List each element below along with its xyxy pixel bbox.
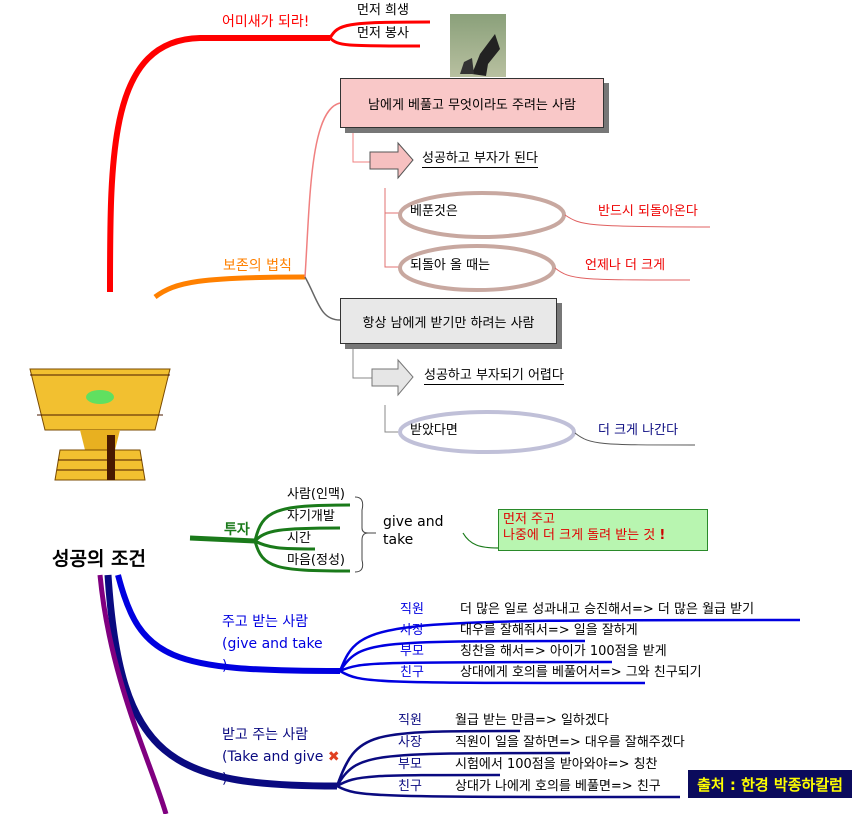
taker-pair-right[interactable]: 더 크게 나간다: [598, 423, 679, 438]
branch-conservation: [153, 274, 306, 300]
invest-item[interactable]: 마음(정성): [287, 553, 345, 568]
giver-pair-right[interactable]: 언제나 더 크게: [585, 258, 666, 273]
give-take-title-line: ): [222, 658, 228, 674]
row-text[interactable]: 상대에게 호의를 베풀어서=> 그와 친구되기: [460, 665, 702, 680]
taker-pair-left[interactable]: 받았다면: [410, 423, 458, 438]
giver-pair-left[interactable]: 베푼것은: [410, 204, 458, 219]
exclamation-icon: !: [659, 528, 666, 544]
conservation-title[interactable]: 보존의 법칙: [223, 258, 292, 274]
role-label[interactable]: 직원: [400, 602, 424, 617]
invest-note-line: 먼저 주고: [503, 512, 555, 527]
mother-bird-item[interactable]: 먼저 희생: [357, 3, 409, 18]
row-text[interactable]: 상대가 나에게 호의를 베풀면=> 친구: [455, 779, 661, 794]
row-text[interactable]: 직원이 일을 잘하면=> 대우를 잘해주겠다: [455, 735, 685, 750]
invest-summary[interactable]: take: [383, 532, 414, 548]
source-badge: 출처 : 한경 박종하칼럼: [688, 770, 852, 798]
branch-take-give: [104, 574, 338, 790]
giver-pair-right[interactable]: 반드시 되돌아온다: [598, 204, 698, 219]
mother-bird-item[interactable]: 먼저 봉사: [357, 26, 409, 41]
giver-box[interactable]: 남에게 베풀고 무엇이라도 주려는 사람: [340, 78, 604, 128]
taker-box[interactable]: 항상 남에게 받기만 하려는 사람: [340, 298, 557, 344]
row-text[interactable]: 칭찬을 해서=> 아이가 100점을 받게: [460, 644, 667, 659]
arrow-pink: [369, 141, 414, 180]
cross-icon: ✖: [327, 749, 340, 765]
give-take-title-line: (give and take: [222, 636, 323, 652]
mother-bird-title[interactable]: 어미새가 되라!: [222, 14, 310, 30]
taker-box-label: 항상 남에게 받기만 하려는 사람: [362, 315, 535, 331]
invest-item[interactable]: 자기개발: [287, 509, 335, 524]
role-label[interactable]: 사장: [398, 735, 422, 750]
invest-item[interactable]: 시간: [287, 531, 311, 546]
row-text[interactable]: 시험에서 100점을 받아와야=> 칭찬: [455, 757, 658, 772]
giver-pair-left[interactable]: 되돌아 올 때는: [410, 258, 491, 273]
bird-photo: [450, 14, 506, 77]
role-label[interactable]: 부모: [400, 644, 424, 659]
row-text[interactable]: 월급 받는 만큼=> 일하겠다: [455, 713, 609, 728]
give-take-title-line: 주고 받는 사람: [222, 614, 309, 630]
invest-item[interactable]: 사람(인맥): [287, 487, 345, 502]
branch-give-take: [115, 574, 341, 674]
invest-note-line: 나중에 더 크게 돌려 받는 것: [503, 528, 656, 544]
root-title[interactable]: 성공의 조건: [52, 548, 147, 570]
branch-mother-bird: [107, 35, 330, 293]
take-give-title-line: 받고 주는 사람: [222, 727, 309, 743]
role-label[interactable]: 친구: [398, 779, 422, 794]
role-label[interactable]: 부모: [398, 757, 422, 772]
give-take-title[interactable]: 주고 받는 사람 (give and take ): [222, 611, 323, 677]
giver-result[interactable]: 성공하고 부자가 된다: [422, 151, 538, 168]
invest-summary[interactable]: give and: [383, 514, 444, 530]
invest-title[interactable]: 투자: [224, 522, 250, 538]
role-label[interactable]: 친구: [400, 665, 424, 680]
taker-result[interactable]: 성공하고 부자되기 어렵다: [424, 368, 564, 385]
invest-note[interactable]: 먼저 주고 나중에 더 크게 돌려 받는 것 !: [498, 509, 708, 551]
take-give-title[interactable]: 받고 주는 사람 (Take and give ✖ ): [222, 724, 340, 790]
take-give-title-line: (Take and give: [222, 749, 324, 765]
row-text[interactable]: 대우를 잘해줘서=> 일을 잘하게: [460, 623, 638, 638]
giver-box-label: 남에게 베풀고 무엇이라도 주려는 사람: [368, 97, 576, 113]
role-label[interactable]: 사장: [400, 623, 424, 638]
role-label[interactable]: 직원: [398, 713, 422, 728]
arrow-gray: [371, 358, 414, 397]
branch-invest: [189, 535, 256, 544]
row-text[interactable]: 더 많은 일로 성과내고 승진해서=> 더 많은 월급 받기: [460, 602, 755, 617]
take-give-title-line: ): [222, 771, 228, 787]
trophy-image: [25, 365, 175, 487]
